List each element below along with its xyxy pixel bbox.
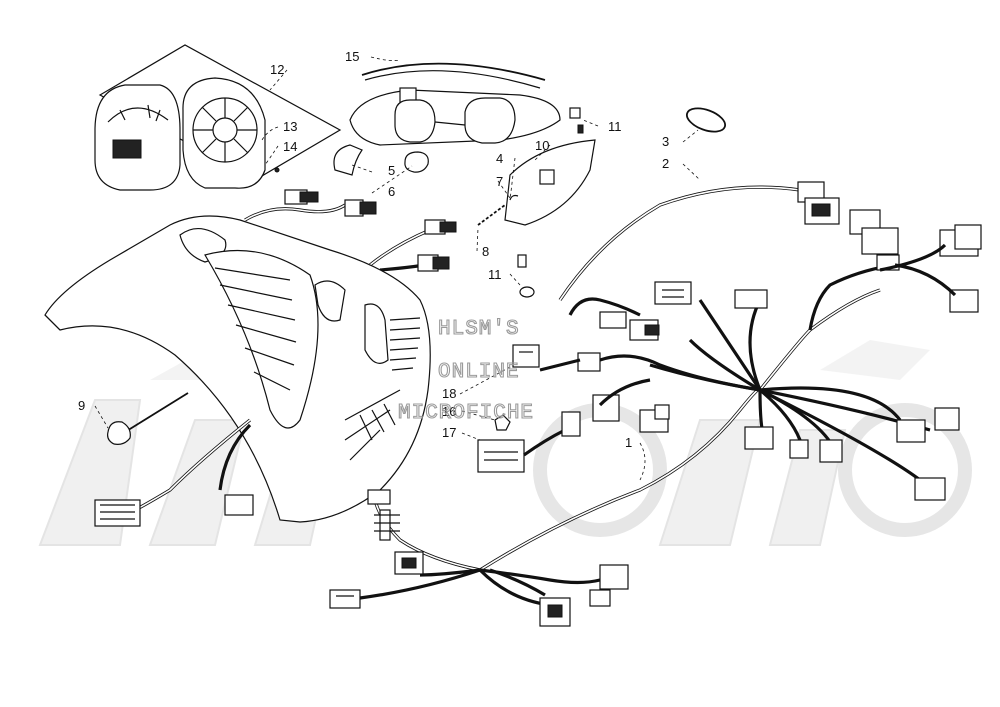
main-wire-harness: [329, 263, 960, 627]
cluster-connectors: [244, 189, 457, 272]
watermark-line-2: ONLINE: [438, 361, 520, 384]
callout-3: 3: [662, 134, 669, 149]
callout-16: 16: [442, 404, 456, 419]
text-watermark: HLSM'S ONLINE MICROFICHE: [397, 317, 534, 425]
callout-2: 2: [662, 156, 669, 171]
watermark-line-3: MICROFICHE: [398, 402, 534, 425]
callout-15: 15: [345, 49, 359, 64]
fastener-screw: [107, 392, 189, 445]
headlight-assembly: [333, 62, 596, 298]
callout-1: 1: [625, 435, 632, 450]
callout-10: 10: [535, 138, 549, 153]
voltage-regulator: [477, 344, 581, 473]
callout-6: 6: [388, 184, 395, 199]
front-pod-housing: [44, 215, 431, 523]
leader-lines: [94, 56, 701, 481]
callout-5: 5: [388, 163, 395, 178]
callout-11-bottom: 11: [488, 267, 502, 282]
watermark-line-1: HLSM'S: [438, 318, 520, 341]
callout-11-top: 11: [608, 119, 622, 134]
callout-8: 8: [482, 244, 489, 259]
callout-13: 13: [283, 119, 297, 134]
callout-18: 18: [442, 386, 456, 401]
callout-7: 7: [496, 174, 503, 189]
left-sub-harness: [94, 418, 254, 527]
instrument-cluster: [94, 44, 342, 191]
callout-9: 9: [78, 398, 85, 413]
callout-17: 17: [442, 425, 456, 440]
callout-12: 12: [270, 62, 284, 77]
callout-14: 14: [283, 139, 297, 154]
callout-4: 4: [496, 151, 503, 166]
callout-labels: 12 13 14 15 11 10 3 2 4 5 6 7 8 11 9 18 …: [78, 49, 669, 450]
right-upper-harness: [558, 107, 982, 313]
